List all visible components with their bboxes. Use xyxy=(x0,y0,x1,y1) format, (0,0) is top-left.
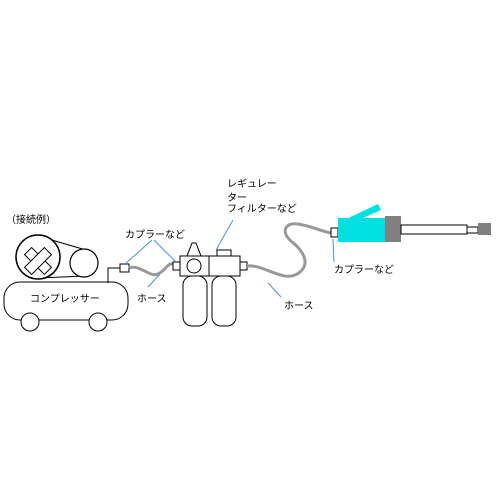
coupler-label-2: カプラーなど xyxy=(334,264,394,276)
coupler-label-1: カプラーなど xyxy=(125,229,185,241)
leader-coupler-2 xyxy=(332,238,335,263)
air-tool xyxy=(330,204,491,242)
tool-shaft xyxy=(400,224,468,235)
compressor-label: コンプレッサー xyxy=(30,293,100,305)
tool-body xyxy=(338,218,386,242)
regulator-filter-unit xyxy=(172,242,248,327)
coupler-1 xyxy=(119,263,130,273)
hose-1 xyxy=(128,262,175,277)
compressor: コンプレッサー xyxy=(3,234,129,332)
coupler-2 xyxy=(330,227,339,238)
inlet-port xyxy=(172,261,181,271)
filter-cap xyxy=(216,249,232,257)
tool-collet xyxy=(466,226,479,234)
leader-coupler-1a xyxy=(124,239,153,265)
leader-lines xyxy=(124,219,335,298)
compressor-wheel-right xyxy=(88,312,108,332)
leader-hose-2 xyxy=(267,282,282,298)
regulator-knob xyxy=(186,242,202,257)
compressor-motor xyxy=(69,248,99,278)
leader-regulator xyxy=(215,219,234,251)
tool-ring xyxy=(385,216,401,242)
regulator-label-line3: フィルターなど xyxy=(227,203,297,215)
regulator-label-line2: ター xyxy=(227,192,247,204)
pressure-gauge xyxy=(186,258,202,274)
hose-label-1: ホース xyxy=(137,293,167,305)
bowl-left xyxy=(182,275,208,327)
hose-label-2: ホース xyxy=(284,300,314,312)
compressor-outlet-pipe xyxy=(107,267,120,283)
compressor-tank xyxy=(3,281,129,321)
leader-hose-1 xyxy=(147,273,161,288)
hose-2 xyxy=(246,222,333,278)
leader-coupler-1b xyxy=(153,239,177,263)
bowl-right xyxy=(211,275,237,327)
diagram-title: （接続例） xyxy=(6,213,56,226)
outlet-port xyxy=(239,261,248,271)
regulator-label-line1: レギュレー xyxy=(227,178,277,190)
compressor-wheel-left xyxy=(20,312,40,332)
tool-bit xyxy=(478,223,491,235)
flywheel-spoke-2 xyxy=(23,246,53,276)
